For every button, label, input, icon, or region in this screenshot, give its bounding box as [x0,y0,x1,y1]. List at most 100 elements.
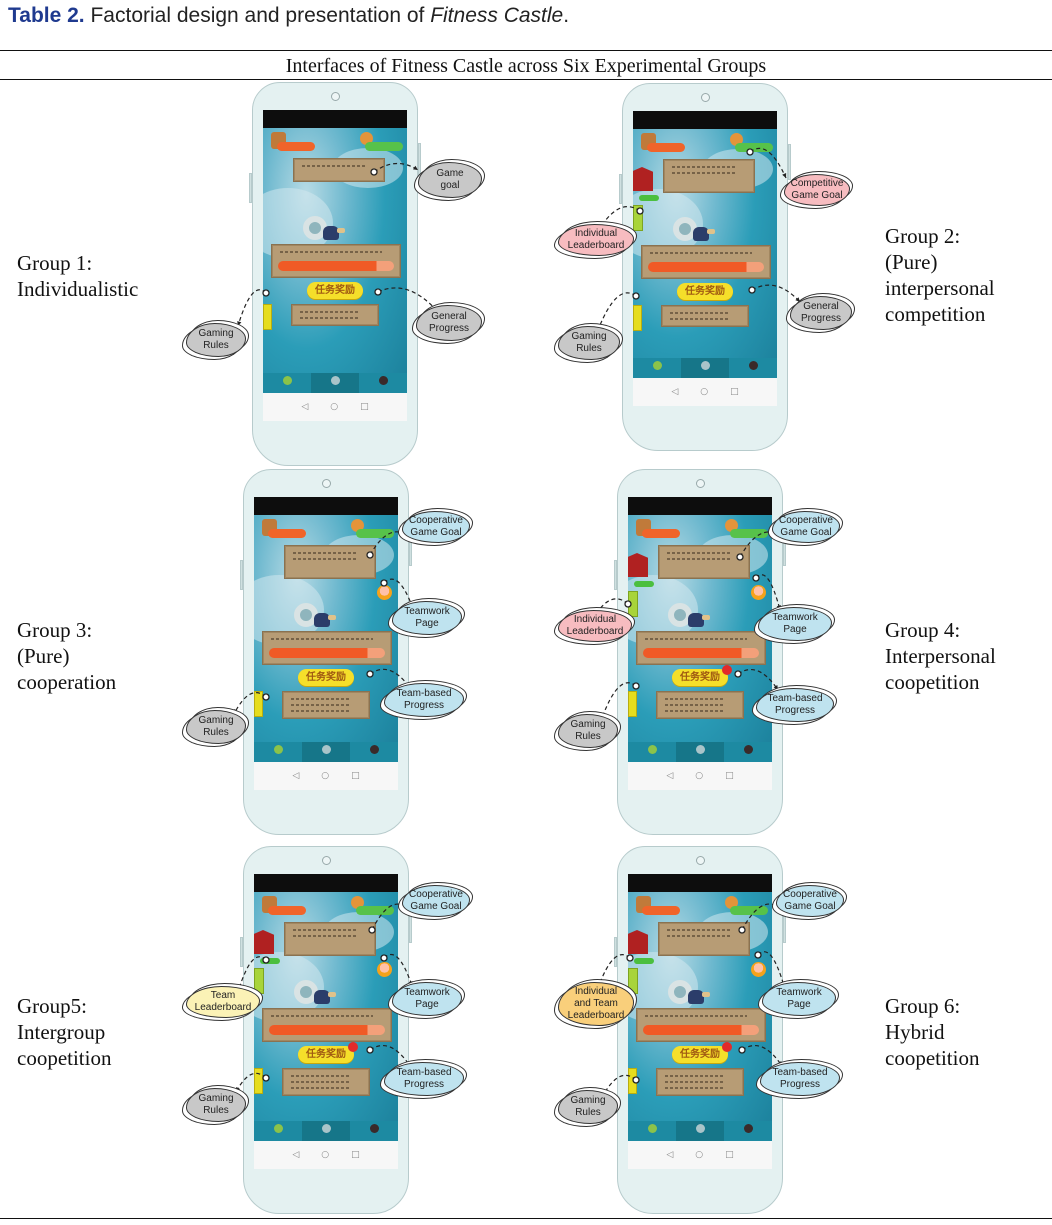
opponent-avatar[interactable] [351,896,364,909]
home-icon[interactable]: ○ [321,771,330,781]
phone-mockup-group-5: 任务奖励 ◁ ○ □ [240,846,412,1214]
tab-profile[interactable] [724,742,772,762]
tab-home[interactable] [254,1121,302,1141]
task-progress-bar [278,261,394,271]
task-progress-panel [636,631,766,665]
bottom-tab-bar [254,1121,398,1141]
game-scene: 任务奖励 [628,515,772,762]
back-icon[interactable]: ◁ [301,402,309,412]
task-reward-button[interactable]: 任务奖励 [672,1046,728,1063]
opponent-avatar[interactable] [730,133,743,146]
gaming-rules-tab[interactable] [633,305,642,331]
home-icon[interactable]: ○ [321,1150,330,1160]
opponent-avatar[interactable] [351,519,364,532]
status-bar [628,497,772,515]
recent-apps-icon[interactable]: □ [351,1150,360,1160]
gaming-rules-tab[interactable] [628,691,637,717]
phone-screen: 任务奖励 ◁ ○ □ [254,874,398,1169]
player-score-bar [268,906,306,915]
tab-home[interactable] [628,742,676,762]
status-bar [628,874,772,892]
bottom-tab-bar [254,742,398,762]
home-icon[interactable]: ○ [330,402,339,412]
caption-title: Fitness Castle [430,4,564,27]
leaderboard-tab[interactable] [628,591,638,617]
camera-icon [330,92,340,101]
player-character [688,990,710,1004]
camera-icon [321,856,331,865]
leaderboard-castle-icon[interactable] [254,930,274,954]
player-score-bar [642,529,680,538]
back-icon[interactable]: ◁ [292,1150,300,1160]
recent-apps-icon[interactable]: □ [351,771,360,781]
leaderboard-tab[interactable] [254,968,264,994]
gaming-rules-tab[interactable] [254,1068,263,1094]
task-reward-button[interactable]: 任务奖励 [677,283,733,300]
tab-fitness[interactable] [302,1121,350,1141]
tab-home[interactable] [254,742,302,762]
back-icon[interactable]: ◁ [666,1150,674,1160]
tab-fitness[interactable] [676,742,724,762]
recent-apps-icon[interactable]: □ [730,387,739,397]
tab-fitness[interactable] [676,1121,724,1141]
player-character [314,613,336,627]
player-character [323,226,345,240]
group-3-label: Group 3: (Pure) cooperation [17,618,117,694]
gaming-rules-tab[interactable] [263,304,272,330]
player-score-bar [277,142,315,151]
game-goal-panel [284,545,376,579]
home-icon[interactable]: ○ [695,771,704,781]
leaderboard-castle-icon[interactable] [628,553,648,577]
opponent-avatar[interactable] [725,519,738,532]
teamwork-page-icon[interactable] [751,585,766,600]
task-reward-button[interactable]: 任务奖励 [298,1046,354,1063]
tab-fitness[interactable] [302,742,350,762]
arrowhead [236,1087,241,1092]
tab-home[interactable] [633,358,681,378]
tab-home[interactable] [263,373,311,393]
opponent-score-bar [365,142,403,151]
home-icon[interactable]: ○ [695,1150,704,1160]
opponent-avatar[interactable] [725,896,738,909]
progress-panel [656,691,744,719]
back-icon[interactable]: ◁ [292,771,300,781]
tab-profile[interactable] [729,358,777,378]
recent-apps-icon[interactable]: □ [360,402,369,412]
back-icon[interactable]: ◁ [666,771,674,781]
teamwork-page-icon[interactable] [751,962,766,977]
leaderboard-tab[interactable] [633,205,643,231]
task-progress-bar [643,1025,759,1035]
recent-apps-icon[interactable]: □ [725,1150,734,1160]
teamwork-page-icon[interactable] [377,585,392,600]
task-progress-bar [269,1025,385,1035]
opponent-avatar[interactable] [360,132,373,145]
task-reward-button[interactable]: 任务奖励 [298,669,354,686]
table-top-rule [0,50,1052,51]
recent-apps-icon[interactable]: □ [725,771,734,781]
home-icon[interactable]: ○ [700,387,709,397]
back-icon[interactable]: ◁ [671,387,679,397]
tab-fitness[interactable] [311,373,359,393]
task-reward-button[interactable]: 任务奖励 [307,282,363,299]
leaderboard-tab[interactable] [628,968,638,994]
teamwork-page-icon[interactable] [377,962,392,977]
gaming-rules-tab[interactable] [254,691,263,717]
tab-profile[interactable] [359,373,407,393]
leaderboard-castle-icon[interactable] [628,930,648,954]
task-reward-button[interactable]: 任务奖励 [672,669,728,686]
phone-side-button [249,173,252,203]
phone-mockup-group-6: 任务奖励 ◁ ○ □ [614,846,786,1214]
tab-profile[interactable] [724,1121,772,1141]
game-goal-panel [293,158,385,182]
tab-profile[interactable] [350,742,398,762]
group-2-label: Group 2: (Pure) interpersonal competitio… [885,224,995,326]
leaderboard-castle-icon[interactable] [633,167,653,191]
tab-fitness[interactable] [681,358,729,378]
tab-profile[interactable] [350,1121,398,1141]
tab-home[interactable] [628,1121,676,1141]
gaming-rules-tab[interactable] [628,1068,637,1094]
